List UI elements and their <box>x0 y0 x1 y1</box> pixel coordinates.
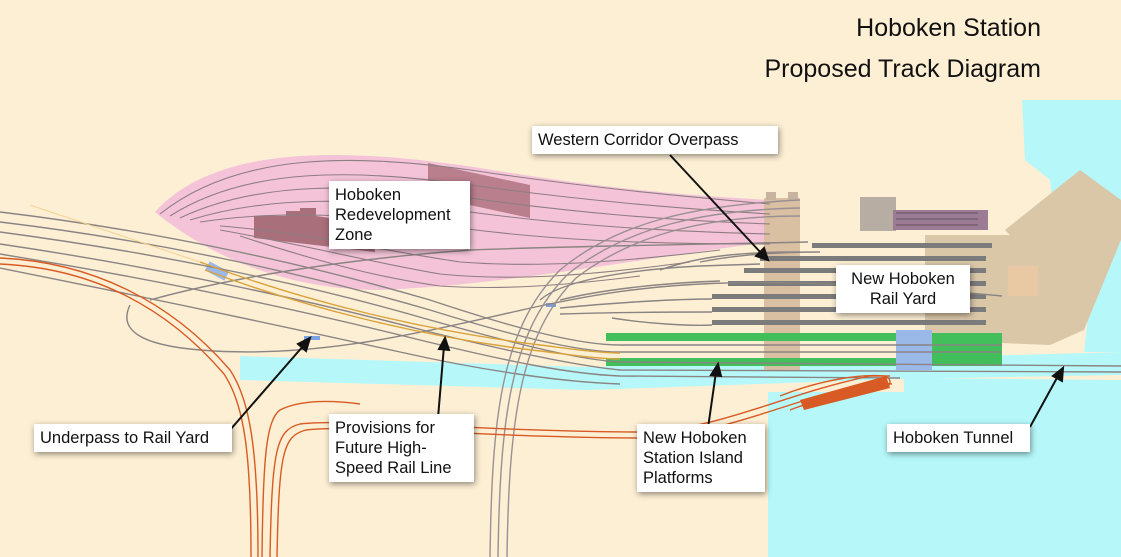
diagram-title: Hoboken Station <box>856 14 1041 42</box>
underpass-marker-3 <box>546 303 556 307</box>
redevelopment-building-1 <box>428 163 530 218</box>
arrow-underpass <box>229 344 305 431</box>
overpass-pier-1 <box>766 192 776 200</box>
terminal-annex <box>1008 266 1038 296</box>
arrowhead-island-platforms <box>709 361 723 378</box>
terminal-building <box>925 170 1121 345</box>
terminal-headhouse <box>860 197 896 231</box>
arrowhead-high-speed <box>437 335 451 352</box>
arrow-high-speed <box>437 345 445 419</box>
light-rail-platform <box>800 376 890 410</box>
label-island-platforms: New Hoboken Station Island Platforms <box>637 424 765 492</box>
callout-arrows <box>229 154 1065 431</box>
label-hoboken-tunnel: Hoboken Tunnel <box>887 424 1030 452</box>
underpass-marker-2 <box>304 336 320 340</box>
label-western-corridor-overpass: Western Corridor Overpass <box>532 126 778 154</box>
terminal-tracks <box>896 212 978 226</box>
arrow-tunnel <box>1029 375 1059 428</box>
arrow-western-corridor <box>669 154 763 255</box>
high-speed-rail-line <box>29 204 621 360</box>
arrowhead-underpass <box>296 336 312 353</box>
label-new-rail-yard: New Hoboken Rail Yard <box>836 265 970 313</box>
island-platform-2 <box>606 358 1002 366</box>
label-redevelopment-zone: Hoboken Redevelopment Zone <box>329 181 470 249</box>
diagram-subtitle: Proposed Track Diagram <box>764 55 1041 83</box>
western-corridor-lines <box>489 199 801 557</box>
arrowhead-western-corridor <box>754 246 770 262</box>
light-rail-loop <box>779 374 891 411</box>
light-rail-line <box>0 257 893 557</box>
arrowhead-tunnel <box>1051 365 1065 383</box>
island-platform-fan <box>930 333 1002 366</box>
overpass-pier-2 <box>788 192 798 200</box>
label-high-speed-rail-provisions: Provisions for Future High- Speed Rail L… <box>329 414 474 482</box>
arrow-island-platforms <box>707 371 717 429</box>
label-underpass-to-rail-yard: Underpass to Rail Yard <box>34 424 232 452</box>
underpass-station <box>896 330 932 370</box>
island-platform-1 <box>606 333 1002 341</box>
